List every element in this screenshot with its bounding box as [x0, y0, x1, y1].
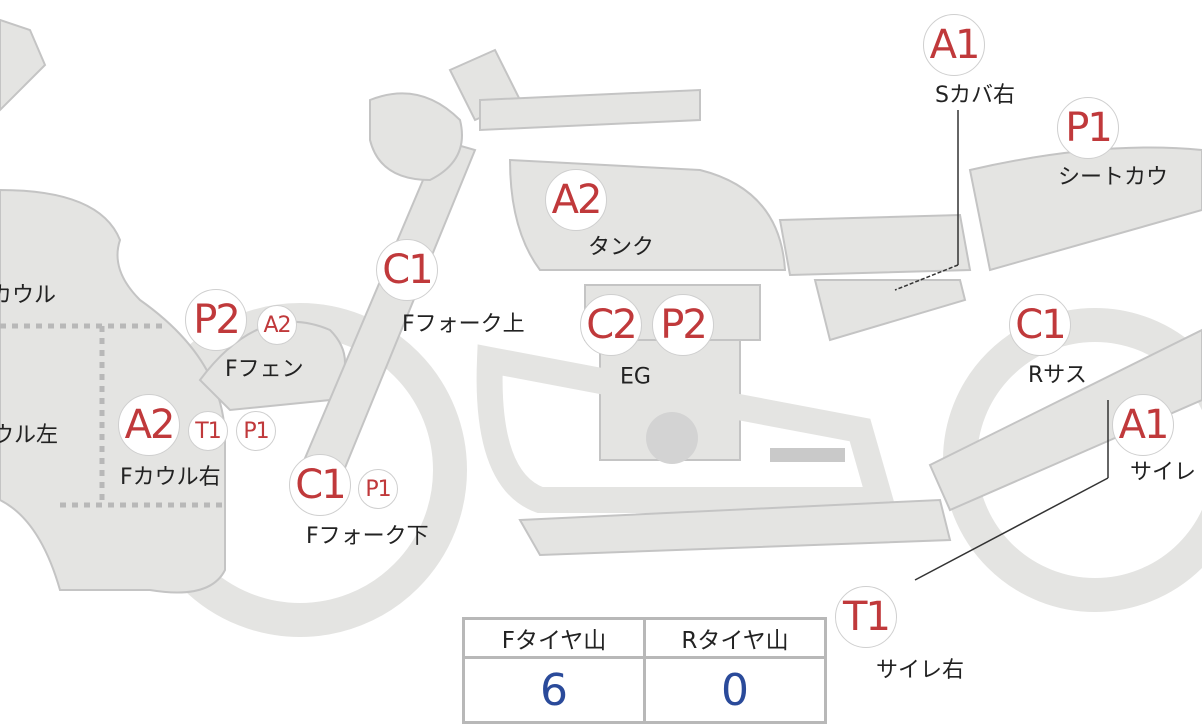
rear-tire-value: 0: [643, 656, 827, 724]
badge-f-cowl-right-p1[interactable]: P1: [236, 411, 276, 451]
badge-f-cowl-right-a2[interactable]: A2: [118, 394, 180, 456]
badge-f-fender-p2[interactable]: P2: [185, 289, 247, 351]
label-silencer: サイレ: [1130, 460, 1197, 485]
label-cowl: カウル: [0, 283, 57, 308]
badge-code: A2: [124, 402, 176, 448]
badge-engine-c2[interactable]: C2: [580, 294, 642, 356]
label-tank: タンク: [588, 235, 655, 260]
front-tire-header: Fタイヤ山: [462, 617, 646, 659]
badge-seat-cowl-p1[interactable]: P1: [1057, 97, 1119, 159]
label-silencer-right: サイレ右: [876, 658, 965, 683]
badge-code: P2: [660, 302, 708, 348]
badge-code: P1: [365, 476, 391, 502]
label-engine: EG: [620, 364, 651, 390]
label-seat-cowl: シートカウ: [1058, 165, 1169, 190]
label-f-fork-upper: Fフォーク上: [402, 312, 525, 337]
badge-f-cowl-right-t1[interactable]: T1: [188, 411, 228, 451]
badge-code: C1: [295, 462, 346, 508]
badge-code: A2: [263, 312, 291, 338]
badge-code: P1: [1065, 105, 1113, 151]
badge-code: C2: [586, 302, 637, 348]
badge-s-cover-right-a1[interactable]: A1: [923, 14, 985, 76]
badge-code: C1: [1015, 302, 1066, 348]
badge-code: A1: [929, 22, 981, 68]
badge-silencer-a1[interactable]: A1: [1112, 394, 1174, 456]
label-f-cowl-right: Fカウル右: [120, 465, 221, 490]
badge-code: A1: [1118, 402, 1170, 448]
badge-code: P1: [243, 418, 269, 444]
badge-tank-a2[interactable]: A2: [545, 169, 607, 231]
badge-code: P2: [193, 297, 241, 343]
rear-tire-header: Rタイヤ山: [643, 617, 827, 659]
label-s-cover-right: Sカバ右: [935, 83, 1015, 108]
label-r-suspension: Rサス: [1028, 363, 1087, 388]
badge-silencer-right-t1[interactable]: T1: [835, 586, 897, 648]
label-f-fork-lower: Fフォーク下: [306, 524, 429, 549]
badge-f-fender-a2[interactable]: A2: [257, 305, 297, 345]
badge-r-suspension-c1[interactable]: C1: [1009, 294, 1071, 356]
badge-f-fork-upper-c1[interactable]: C1: [376, 239, 438, 301]
badge-code: C1: [382, 247, 433, 293]
front-tire-value: 6: [462, 656, 646, 724]
label-f-fender: Fフェン: [225, 357, 304, 382]
badge-f-fork-lower-p1[interactable]: P1: [358, 469, 398, 509]
badge-code: T1: [195, 418, 221, 444]
label-cowl-left: ウル左: [0, 423, 59, 448]
badge-code: A2: [551, 177, 603, 223]
badge-engine-p2[interactable]: P2: [652, 294, 714, 356]
badge-f-fork-lower-c1[interactable]: C1: [289, 454, 351, 516]
badge-code: T1: [843, 594, 891, 640]
